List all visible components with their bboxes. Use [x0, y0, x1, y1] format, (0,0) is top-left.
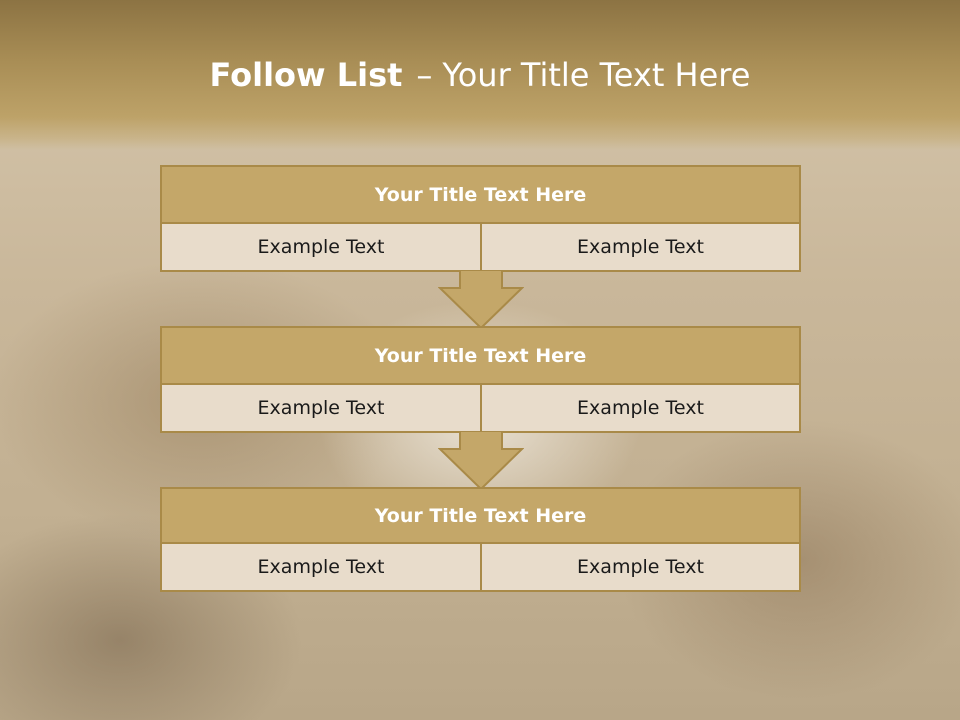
down-arrow-icon: [438, 270, 524, 330]
step-1-right-cell: Example Text: [480, 222, 801, 272]
step-2-title: Your Title Text Here: [160, 326, 801, 385]
step-3: Your Title Text Here Example Text Exampl…: [160, 487, 801, 592]
header-band: [0, 0, 960, 150]
step-3-left-cell: Example Text: [160, 542, 482, 592]
step-1-left-cell: Example Text: [160, 222, 482, 272]
step-1-title: Your Title Text Here: [160, 165, 801, 224]
down-arrow-icon: [438, 431, 524, 491]
title-rest: Your Title Text Here: [442, 56, 751, 94]
step-1: Your Title Text Here Example Text Exampl…: [160, 165, 801, 272]
slide-title: Follow List–Your Title Text Here: [0, 56, 960, 94]
title-strong: Follow List: [209, 56, 403, 94]
step-2-right-cell: Example Text: [480, 383, 801, 433]
step-2-left-cell: Example Text: [160, 383, 482, 433]
title-dash: –: [416, 56, 433, 94]
step-3-right-cell: Example Text: [480, 542, 801, 592]
step-3-title: Your Title Text Here: [160, 487, 801, 544]
step-2: Your Title Text Here Example Text Exampl…: [160, 326, 801, 433]
